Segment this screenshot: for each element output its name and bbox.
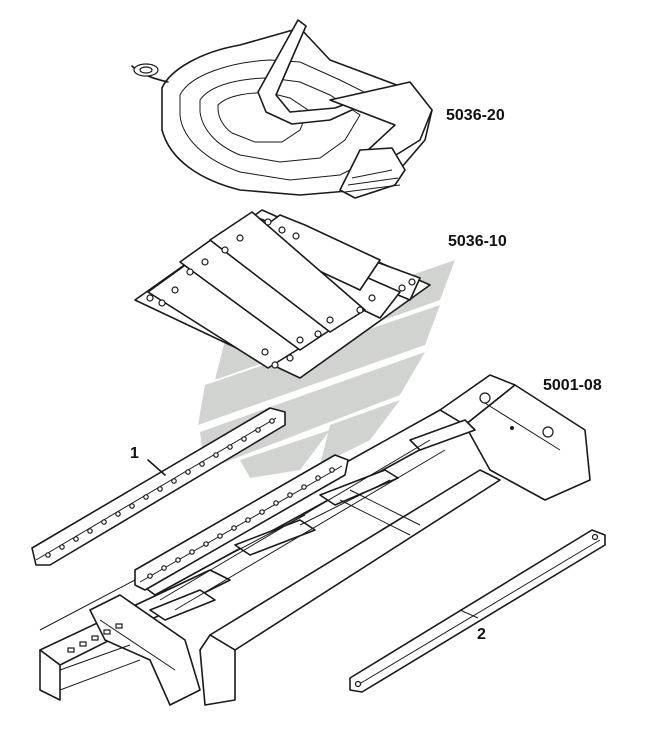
fifth-wheel-assembly bbox=[131, 19, 433, 199]
part-2-flat-bar bbox=[349, 529, 606, 693]
mounting-plate-assembly bbox=[134, 209, 431, 379]
callout-fifth-wheel: 5036-20 bbox=[446, 107, 505, 124]
leader-line-part-2 bbox=[459, 609, 479, 619]
callout-frame: 5001-08 bbox=[543, 377, 602, 394]
callout-part-1: 1 bbox=[130, 445, 139, 462]
callout-part-2: 2 bbox=[477, 626, 486, 643]
callout-mounting-plate: 5036-10 bbox=[448, 233, 507, 250]
part-1-perforated-bar bbox=[31, 407, 349, 591]
